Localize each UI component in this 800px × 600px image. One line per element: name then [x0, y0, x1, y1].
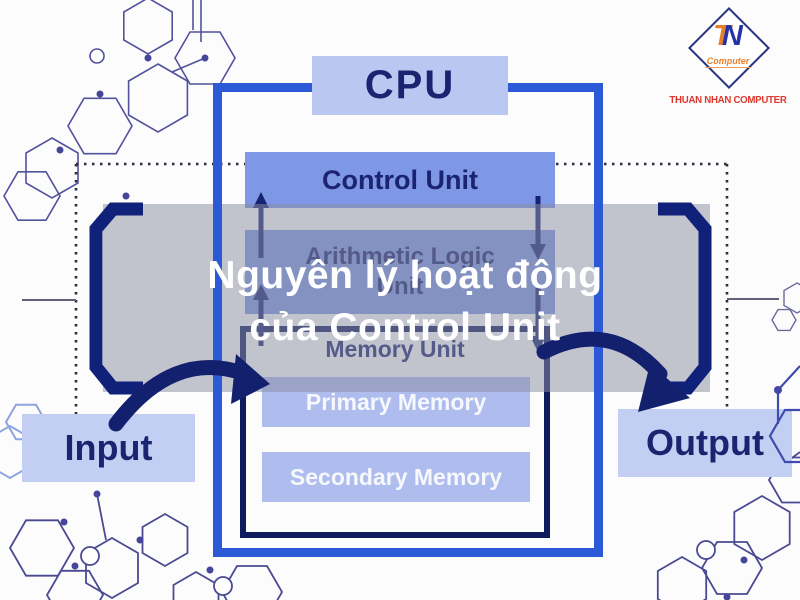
input-label: Input [64, 427, 153, 468]
company-logo: TN Computer THUAN NHAN COMPUTER [668, 6, 788, 110]
hexagon-cluster-top-left [3, 0, 236, 221]
hexagon-decoration-right-middle [771, 282, 800, 332]
secondary-memory-label: Secondary Memory [289, 463, 503, 490]
primary-memory-label: Primary Memory [305, 388, 487, 415]
logo-monogram: TN [668, 22, 788, 51]
control-unit-label: Control Unit [322, 164, 478, 195]
output-label: Output [646, 422, 764, 463]
cpu-title-label: CPU [364, 63, 456, 107]
input-box: Input [22, 414, 195, 482]
logo-letter-t: T [713, 20, 731, 52]
secondary-memory-box: Secondary Memory [262, 452, 530, 502]
logo-company-name: THUAN NHAN COMPUTER [669, 94, 787, 106]
control-unit-box: Control Unit [245, 152, 555, 208]
logo-letter-n: N [721, 20, 743, 52]
cpu-title-box: CPU [312, 56, 508, 115]
logo-caption-computer: Computer [704, 56, 752, 68]
output-box: Output [618, 409, 792, 477]
watermark-title-line2: của Control Unit [249, 306, 561, 349]
watermark-title-line1: Nguyên lý hoạt động [207, 254, 603, 297]
